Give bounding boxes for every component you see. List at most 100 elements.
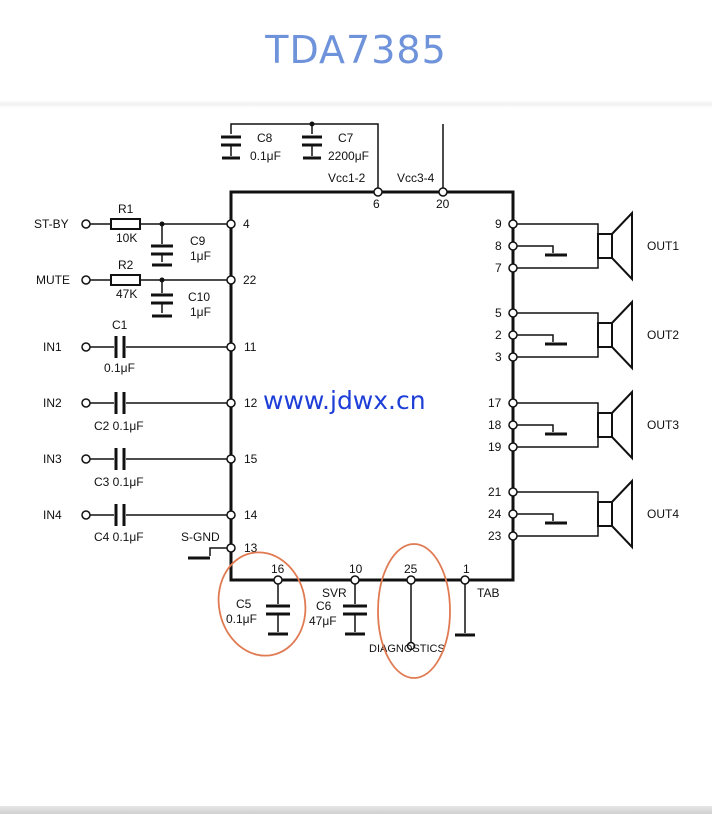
pin-1-label: 1 (463, 562, 470, 576)
c5-value: 0.1μF (226, 612, 257, 626)
in3-terminal (81, 454, 91, 464)
screen-shade (0, 100, 712, 108)
pin-4-label: 4 (243, 217, 250, 231)
in1-label: IN1 (43, 340, 62, 354)
pin-2-label: 2 (495, 328, 502, 342)
pin-12-label: 12 (244, 396, 258, 410)
pin-6-node (373, 187, 383, 197)
pin-22-node (226, 275, 236, 285)
pin-10-node (350, 575, 360, 585)
mute-label: MUTE (36, 273, 70, 287)
pin-21-label: 21 (488, 485, 502, 499)
c1-name: C1 (112, 318, 128, 332)
in1-terminal (81, 342, 91, 352)
r1-value: 10K (116, 231, 137, 245)
pin-16-node (273, 575, 283, 585)
pin-25-node (406, 575, 416, 585)
pin-8-label: 8 (495, 239, 502, 253)
stby-label: ST-BY (34, 217, 69, 231)
c9-name: C9 (190, 234, 206, 248)
pin-20-node (438, 187, 448, 197)
pin-6-label: 6 (373, 197, 380, 211)
in2-label: IN2 (43, 396, 62, 410)
pin-13-node (226, 543, 236, 553)
pin-23-node (508, 531, 518, 541)
diagnostics-terminal (406, 641, 416, 651)
pin-2-node (508, 330, 518, 340)
bottom-network (266, 580, 475, 643)
pin-24-node (508, 509, 518, 519)
pin-16-label: 16 (271, 562, 285, 576)
c2-label: C2 0.1μF (94, 419, 144, 433)
c4-label: C4 0.1μF (94, 530, 144, 544)
diagnostics-label: DIAGNOSTICS (369, 643, 445, 655)
diagram-title: TDA7385 (265, 28, 447, 72)
pin-9-node (508, 219, 518, 229)
pin-21-node (508, 487, 518, 497)
pin-9-label: 9 (495, 217, 502, 231)
pin-13-label: 13 (244, 541, 258, 555)
speaker-out2 (597, 299, 633, 371)
c3-label: C3 0.1μF (94, 475, 144, 489)
pin-19-node (508, 442, 518, 452)
c5-highlight-circle (217, 551, 307, 657)
pin-7-label: 7 (495, 261, 502, 275)
speaker-out1 (597, 210, 633, 282)
c9-value: 1μF (190, 249, 211, 263)
in2-terminal (81, 398, 91, 408)
in4-label: IN4 (43, 508, 62, 522)
sgnd-label: S-GND (181, 530, 220, 544)
pin-7-node (508, 263, 518, 273)
c8-name: C8 (257, 131, 273, 145)
svr-label: SVR (322, 586, 347, 600)
pin-14-label: 14 (244, 508, 258, 522)
pin-22-label: 22 (243, 273, 257, 287)
in3-label: IN3 (43, 452, 62, 466)
speaker-out4 (597, 478, 633, 550)
pin-3-node (508, 352, 518, 362)
supply-network (221, 123, 444, 192)
out1-label: OUT1 (647, 239, 679, 253)
bottom-edge-bar (0, 806, 712, 814)
out2-label: OUT2 (647, 328, 679, 342)
pin-10-label: 10 (349, 562, 363, 576)
vcc12-label: Vcc1-2 (328, 171, 366, 185)
in4-terminal (81, 510, 91, 520)
pin-12-node (226, 398, 236, 408)
speaker-out3 (597, 389, 633, 461)
pin-11-node (226, 342, 236, 352)
vcc34-label: Vcc3-4 (397, 171, 435, 185)
sgnd-network (188, 547, 231, 560)
r2-value: 47K (116, 287, 137, 301)
c10-name: C10 (188, 290, 210, 304)
pin-3-label: 3 (495, 350, 502, 364)
output-wiring (513, 223, 599, 537)
out4-label: OUT4 (647, 507, 679, 521)
stby-junction (159, 221, 165, 227)
pin-18-label: 18 (488, 418, 502, 432)
input-coupling (90, 336, 231, 526)
pin-17-label: 17 (488, 396, 502, 410)
pin-25-label: 25 (404, 562, 418, 576)
pin-11-label: 11 (244, 340, 257, 354)
r2-name: R2 (118, 258, 134, 272)
pin-5-label: 5 (495, 306, 502, 320)
mute-junction (159, 277, 165, 283)
r1-name: R1 (118, 202, 134, 216)
mute-network (90, 274, 231, 318)
pin-4-node (226, 219, 236, 229)
pin-1-node (460, 575, 470, 585)
pin-15-node (226, 454, 236, 464)
pin-20-label: 20 (436, 197, 450, 211)
pin-8-node (508, 241, 518, 251)
diagnostics-highlight-circle (377, 543, 451, 679)
c6-name: C6 (316, 599, 332, 613)
mute-terminal (81, 275, 91, 285)
website-watermark: www.jdwx.cn (263, 386, 426, 415)
pin-18-node (508, 420, 518, 430)
c10-value: 1μF (190, 305, 211, 319)
c8-value: 0.1μF (250, 149, 281, 163)
c7-name: C7 (338, 131, 354, 145)
stby-terminal (81, 219, 91, 229)
